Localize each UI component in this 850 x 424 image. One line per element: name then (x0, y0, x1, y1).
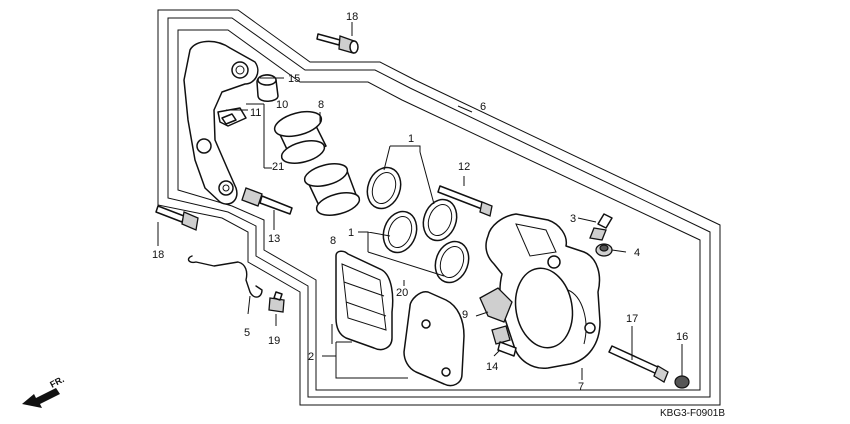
leader-lines (157, 22, 683, 380)
arrow-icon (22, 388, 60, 408)
pin-boot (256, 74, 279, 102)
callout-14: 14 (486, 361, 498, 373)
callout-21: 21 (272, 161, 284, 173)
callout-7: 7 (578, 381, 584, 393)
piston-seals-lower (382, 210, 470, 284)
piston-seals-upper (366, 166, 458, 242)
bleeder-cap-4 (595, 243, 613, 257)
brake-pad-rear (403, 291, 465, 387)
slide-pin-13 (241, 187, 293, 215)
bolt-left (155, 205, 199, 231)
bolt-top (316, 33, 359, 54)
assembly-outline (157, 9, 721, 406)
bleeder-screw-3 (589, 213, 613, 241)
callout-15: 15 (288, 73, 300, 85)
slide-pin-12 (437, 185, 493, 217)
caliper-body (485, 213, 601, 369)
piston-lower (303, 163, 361, 216)
pad-pin (268, 291, 285, 313)
callout-2: 2 (308, 351, 314, 363)
pin-plug (674, 375, 690, 389)
callout-1-bottom: 1 (348, 227, 354, 239)
pad-retainer (479, 287, 513, 323)
brake-pad-front (335, 250, 394, 351)
callout-6: 6 (480, 101, 486, 113)
piston-upper (273, 110, 327, 164)
callout-8-bottom: 8 (330, 235, 336, 247)
caliper-bracket (183, 40, 259, 205)
callout-4: 4 (634, 247, 640, 259)
callout-12: 12 (458, 161, 470, 173)
callout-8-top: 8 (318, 99, 324, 111)
pad-spring (187, 255, 263, 298)
direction-label: FR. (48, 374, 65, 390)
callout-19: 19 (268, 335, 280, 347)
callout-16: 16 (676, 331, 688, 343)
callout-11: 11 (250, 107, 261, 119)
callout-3: 3 (570, 213, 576, 225)
callout-18-top: 18 (346, 11, 358, 23)
callout-13: 13 (268, 233, 280, 245)
bleeder-valve (491, 325, 517, 357)
callout-20: 20 (396, 287, 408, 299)
callout-17: 17 (626, 313, 638, 325)
callout-9: 9 (462, 309, 468, 321)
callout-18-left: 18 (152, 249, 164, 261)
pad-pin-long (608, 345, 669, 383)
diagram-code: KBG3-F0901B (660, 408, 725, 419)
front-direction-indicator: FR. (22, 374, 66, 408)
callouts: 18 15 10 11 8 6 1 21 12 3 13 8 1 18 4 20… (152, 11, 688, 393)
callout-1-top: 1 (408, 133, 414, 145)
callout-10: 10 (276, 99, 288, 111)
callout-5: 5 (244, 327, 250, 339)
